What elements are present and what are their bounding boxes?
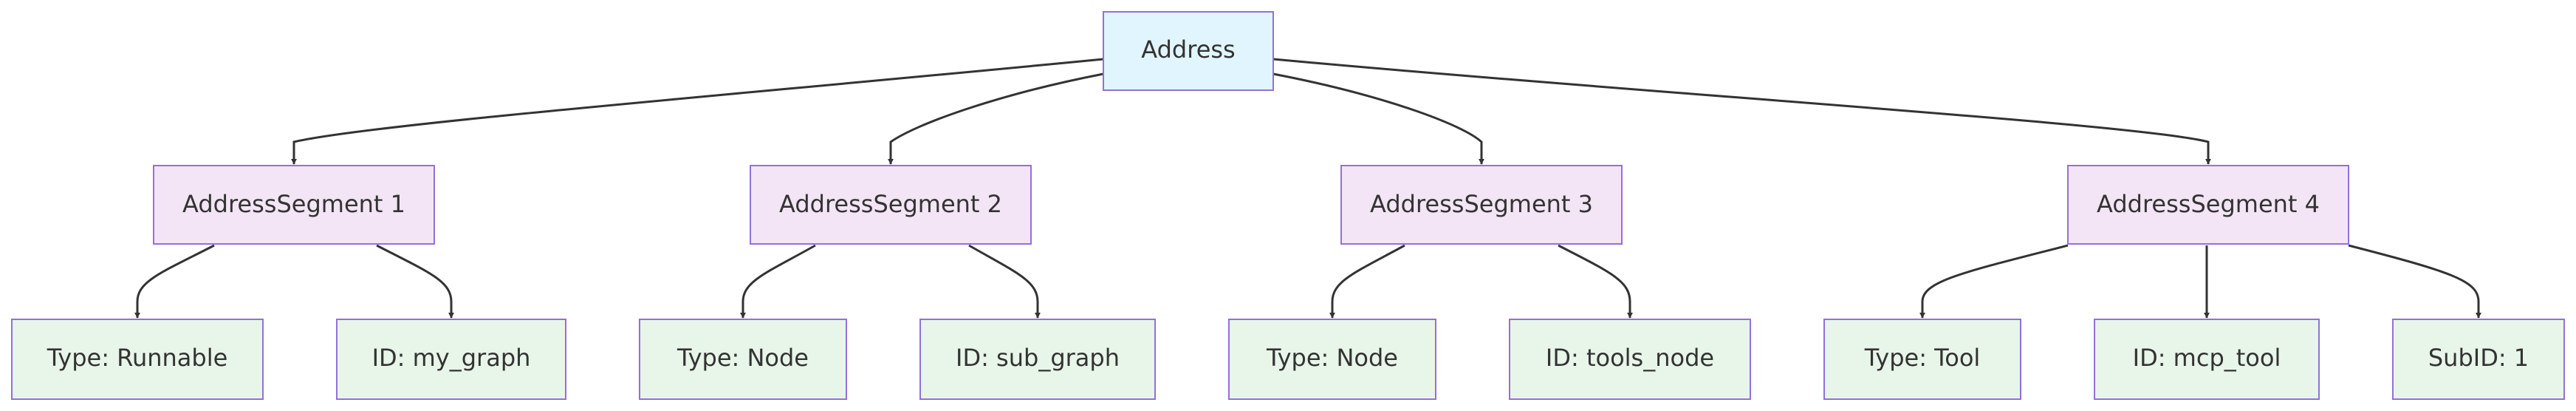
node-address-segment-4-box: [2067, 165, 2349, 245]
edge-segment-1-to-leaf-2: [376, 244, 454, 319]
edge-segment-2-to-leaf-3: [740, 244, 816, 319]
edge-address-to-segment-4: [1272, 58, 2211, 165]
node-address-label: Address: [1141, 35, 1235, 64]
node-leaf-1-label: Type: Runnable: [47, 344, 228, 372]
node-address-segment-3: AddressSegment 3: [1340, 165, 1623, 245]
node-leaf-8: ID: mcp_tool: [2094, 319, 2320, 400]
node-address-segment-2: AddressSegment 2: [750, 165, 1032, 245]
node-address-segment-4: AddressSegment 4: [2067, 165, 2349, 245]
node-leaf-2-label: ID: my_graph: [372, 344, 531, 372]
node-leaf-1: Type: Runnable: [11, 319, 264, 400]
node-leaf-5: Type: Node: [1228, 319, 1436, 400]
node-address-segment-3-box: [1340, 165, 1623, 245]
node-leaf-5-label: Type: Node: [1266, 344, 1398, 372]
node-address-segment-3-label: AddressSegment 3: [1370, 190, 1593, 218]
edge-segment-2-to-leaf-4: [968, 244, 1041, 319]
node-leaf-4-label: ID: sub_graph: [956, 344, 1120, 372]
edge-segment-4-to-leaf-9: [2348, 244, 2481, 319]
node-leaf-3-label: Type: Node: [676, 344, 809, 372]
node-address-segment-2-label: AddressSegment 2: [779, 190, 1002, 218]
node-leaf-8-label: ID: mcp_tool: [2133, 344, 2281, 372]
edges: [134, 58, 2481, 319]
node-leaf-7: Type: Tool: [1823, 319, 2021, 400]
node-leaf-2-box: [336, 319, 566, 400]
edge-segment-4-to-leaf-7: [1919, 244, 2069, 319]
node-leaf-8-box: [2094, 319, 2320, 400]
node-leaf-4: ID: sub_graph: [919, 319, 1156, 400]
edge-segment-3-to-leaf-6: [1558, 244, 1633, 319]
node-address-segment-2-box: [750, 165, 1032, 245]
node-leaf-9-label: SubID: 1: [2428, 344, 2529, 372]
node-address-segment-1: AddressSegment 1: [153, 165, 435, 245]
node-leaf-3: Type: Node: [639, 319, 847, 400]
node-address-box: [1103, 11, 1274, 91]
node-leaf-7-box: [1823, 319, 2021, 400]
node-leaf-6-box: [1509, 319, 1751, 400]
node-leaf-3-box: [639, 319, 847, 400]
node-leaf-9-box: [2392, 319, 2565, 400]
node-leaf-2: ID: my_graph: [336, 319, 566, 400]
node-leaf-9: SubID: 1: [2392, 319, 2565, 400]
node-leaf-5-box: [1228, 319, 1436, 400]
nodes: Address AddressSegment 1 AddressSegment …: [11, 11, 2565, 400]
node-address: Address: [1103, 11, 1274, 91]
edge-segment-1-to-leaf-1: [134, 244, 215, 319]
node-leaf-1-box: [11, 319, 264, 400]
edge-segment-3-to-leaf-5: [1329, 244, 1405, 319]
node-address-segment-1-label: AddressSegment 1: [182, 190, 405, 218]
node-leaf-7-label: Type: Tool: [1864, 344, 1981, 372]
edge-address-to-segment-3: [1272, 72, 1484, 165]
node-address-segment-1-box: [153, 165, 435, 245]
node-leaf-4-box: [919, 319, 1156, 400]
node-leaf-6: ID: tools_node: [1509, 319, 1751, 400]
node-address-segment-4-label: AddressSegment 4: [2097, 190, 2320, 218]
node-leaf-6-label: ID: tools_node: [1546, 344, 1714, 372]
edge-address-to-segment-2: [888, 72, 1104, 165]
edge-address-to-segment-1: [291, 58, 1104, 165]
